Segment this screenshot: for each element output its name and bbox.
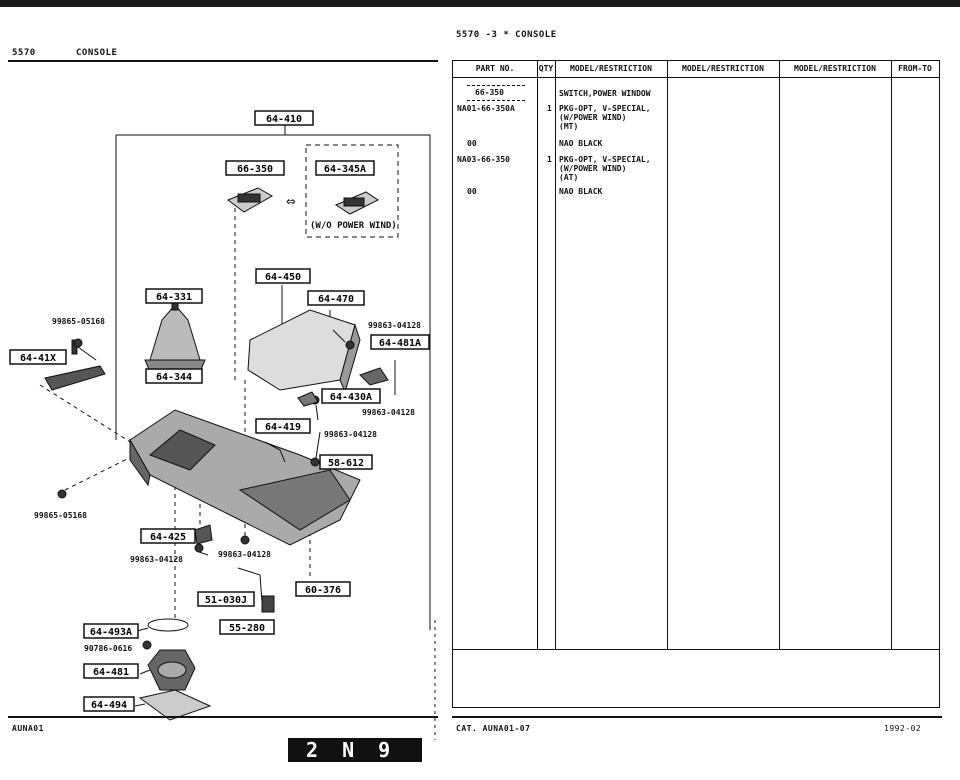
part-99863-04128-d: 99863-04128 (130, 555, 183, 564)
svg-text:64-410: 64-410 (266, 114, 302, 125)
table-row-part-2: 00 (467, 139, 477, 148)
scan-top-band (0, 0, 960, 7)
svg-text:64-331: 64-331 (156, 292, 192, 303)
table-row-part-3: NA03-66-350 (457, 155, 510, 164)
ref-64-345a: 64-345A (315, 160, 375, 176)
note-without-power-window: (W/O POWER WIND) (310, 221, 397, 231)
footer-code: AUNA01 (12, 724, 44, 733)
ref-64-450: 64-450 (255, 268, 311, 284)
svg-text:64-430A: 64-430A (330, 392, 372, 403)
ref-64-41x: 64-41X (9, 349, 67, 365)
col-model-3: MODEL/RESTRICTION (794, 64, 876, 73)
table-footer-rule (453, 649, 939, 650)
header-rule-left (8, 60, 438, 62)
table-row-desc-2: NAO BLACK (559, 139, 603, 148)
svg-text:66-350: 66-350 (237, 164, 273, 175)
ref-51-030j: 51-030J (197, 591, 255, 607)
svg-text:64-494: 64-494 (91, 700, 127, 711)
table-row-part-4: 00 (467, 187, 477, 196)
svg-text:58-612: 58-612 (328, 458, 364, 469)
col-model-1: MODEL/RESTRICTION (570, 64, 652, 73)
col-from-to: FROM-TO (898, 64, 932, 73)
svg-text:64-41X: 64-41X (20, 353, 56, 364)
svg-text:51-030J: 51-030J (205, 595, 247, 606)
svg-text:64-481A: 64-481A (379, 338, 421, 349)
page-title: 5570 -3 * CONSOLE (456, 30, 557, 40)
svg-text:⇔: ⇔ (286, 191, 296, 210)
ref-64-425: 64-425 (140, 528, 196, 544)
part-99863-04128-e: 99863-04128 (218, 550, 271, 559)
exploded-parts-diagram: ⇔ (9, 110, 436, 740)
table-row-desc-3: PKG-OPT, V-SPECIAL, (W/POWER WIND) (AT) (559, 155, 651, 182)
group-ref-box: 66-350 (467, 85, 525, 101)
svg-text:64-345A: 64-345A (324, 164, 366, 175)
table-row-part-1: NA01-66-350A (457, 104, 515, 113)
svg-text:64-344: 64-344 (156, 372, 192, 383)
catalog-date: 1992-02 (884, 724, 922, 733)
table-header: PART NO. QTY MODEL/RESTRICTION MODEL/RES… (453, 61, 939, 78)
table-row-qty-3: 1 (547, 155, 552, 164)
part-99863-04128-a: 99863-04128 (368, 321, 421, 330)
table-row-desc-1: PKG-OPT, V-SPECIAL, (W/POWER WIND) (MT) (559, 104, 651, 131)
bottom-scan-mark: 2 N 9 (288, 738, 422, 762)
parts-table: PART NO. QTY MODEL/RESTRICTION MODEL/RES… (452, 60, 940, 708)
ref-64-344: 64-344 (145, 368, 203, 384)
table-row-desc-4: NAO BLACK (559, 187, 603, 196)
ref-58-612: 58-612 (319, 454, 373, 470)
catalog-number: CAT. AUNA01-07 (456, 724, 531, 733)
part-99863-04128-c: 99863-04128 (324, 430, 377, 439)
svg-text:64-470: 64-470 (318, 294, 354, 305)
svg-text:55-280: 55-280 (229, 623, 265, 634)
ref-64-493a: 64-493A (83, 623, 139, 639)
ref-64-430a: 64-430A (321, 388, 381, 404)
svg-text:64-419: 64-419 (265, 422, 301, 433)
footer-rule-left (8, 716, 438, 718)
ref-64-331: 64-331 (145, 288, 203, 304)
ref-64-410: 64-410 (254, 110, 314, 126)
ref-64-481: 64-481 (83, 663, 139, 679)
col-model-2: MODEL/RESTRICTION (682, 64, 764, 73)
table-row-qty-1: 1 (547, 104, 552, 113)
svg-text:60-376: 60-376 (305, 585, 341, 596)
section-code: 5570 (12, 48, 36, 58)
ref-55-280: 55-280 (219, 619, 275, 635)
col-qty: QTY (538, 64, 554, 73)
col-part-no: PART NO. (475, 64, 515, 73)
ref-64-494: 64-494 (83, 696, 135, 712)
svg-text:64-493A: 64-493A (90, 627, 132, 638)
svg-text:64-481: 64-481 (93, 667, 129, 678)
part-99865-05168-lower: 99865-05168 (34, 511, 87, 520)
ref-60-376: 60-376 (295, 581, 351, 597)
section-title: CONSOLE (76, 48, 118, 58)
ref-64-419: 64-419 (255, 418, 311, 434)
footer-rule-right (452, 716, 942, 718)
part-99863-04128-b: 99863-04128 (362, 408, 415, 417)
ref-64-481a: 64-481A (370, 334, 430, 350)
ref-64-470: 64-470 (307, 290, 365, 306)
ref-66-350: 66-350 (225, 160, 285, 176)
svg-text:64-450: 64-450 (265, 272, 301, 283)
group-ref: 66-350 (475, 88, 504, 97)
svg-text:64-425: 64-425 (150, 532, 186, 543)
part-90786-0616: 90786-0616 (84, 644, 132, 653)
part-99865-05168-upper: 99865-05168 (52, 317, 105, 326)
table-row-desc-0: SWITCH,POWER WINDOW (559, 89, 651, 98)
bottom-mark-text: 2 N 9 (306, 738, 397, 762)
